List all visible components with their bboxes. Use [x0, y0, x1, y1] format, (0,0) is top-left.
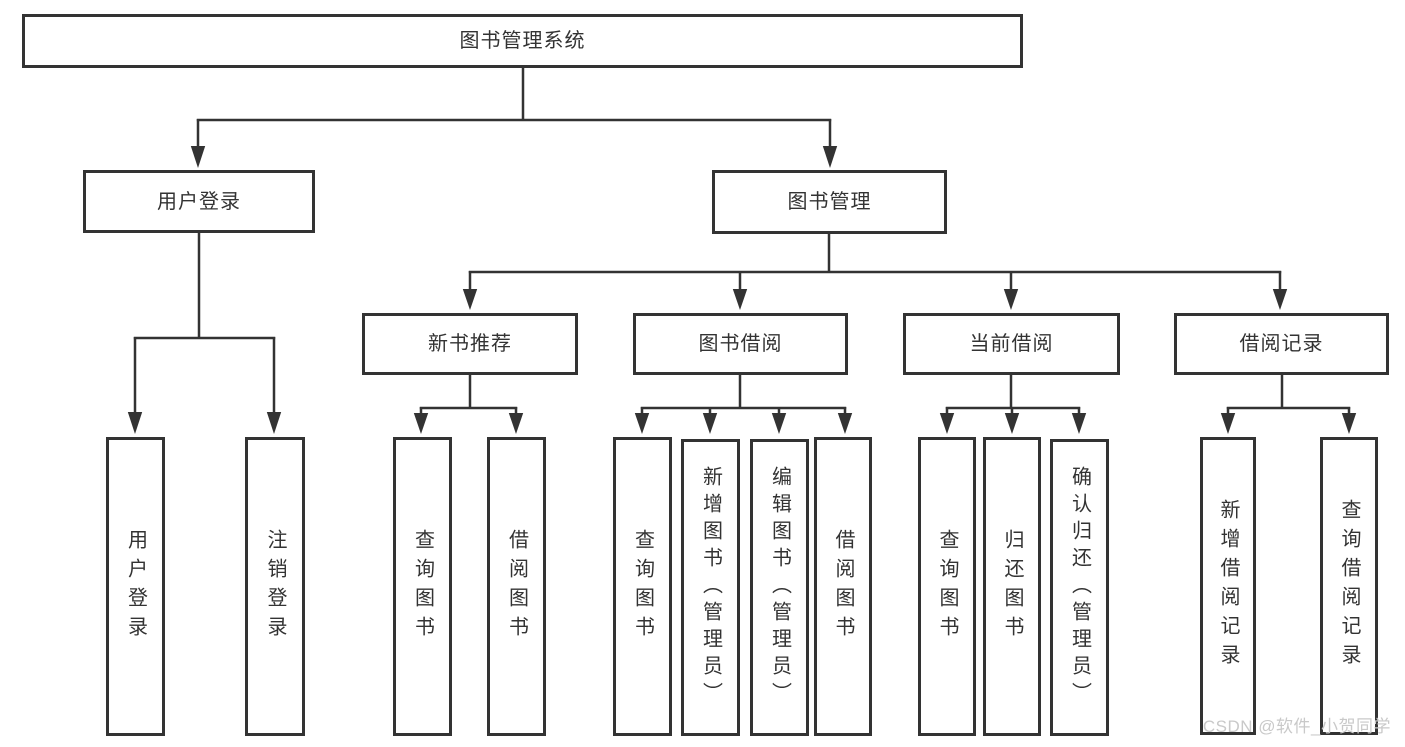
node-new-book-recommend: 新书推荐: [362, 313, 578, 375]
node-user-login-group: 用户登录: [83, 170, 315, 233]
csdn-watermark: CSDN @软件_小贺同学: [1202, 717, 1391, 736]
leaf-query-book-borrow: 查询图书: [613, 437, 672, 736]
leaf-confirm-return-admin: 确认归还（管理员）: [1050, 439, 1109, 736]
leaf-query-book-recommend: 查询图书: [393, 437, 452, 736]
leaf-query-borrow-record: 查询借阅记录: [1320, 437, 1378, 735]
leaf-borrow-book: 借阅图书: [814, 437, 872, 736]
node-borrow-records: 借阅记录: [1174, 313, 1389, 375]
leaf-return-book: 归还图书: [983, 437, 1041, 736]
leaf-query-book-current: 查询图书: [918, 437, 976, 736]
leaf-add-borrow-record: 新增借阅记录: [1200, 437, 1256, 735]
leaf-logout: 注销登录: [245, 437, 305, 736]
node-book-borrow: 图书借阅: [633, 313, 848, 375]
node-root: 图书管理系统: [22, 14, 1023, 68]
node-current-borrow: 当前借阅: [903, 313, 1120, 375]
leaf-user-login: 用户登录: [106, 437, 165, 736]
node-book-management: 图书管理: [712, 170, 947, 234]
leaf-add-book-admin: 新增图书（管理员）: [681, 439, 740, 736]
leaf-edit-book-admin: 编辑图书（管理员）: [750, 439, 809, 736]
leaf-borrow-book-recommend: 借阅图书: [487, 437, 546, 736]
